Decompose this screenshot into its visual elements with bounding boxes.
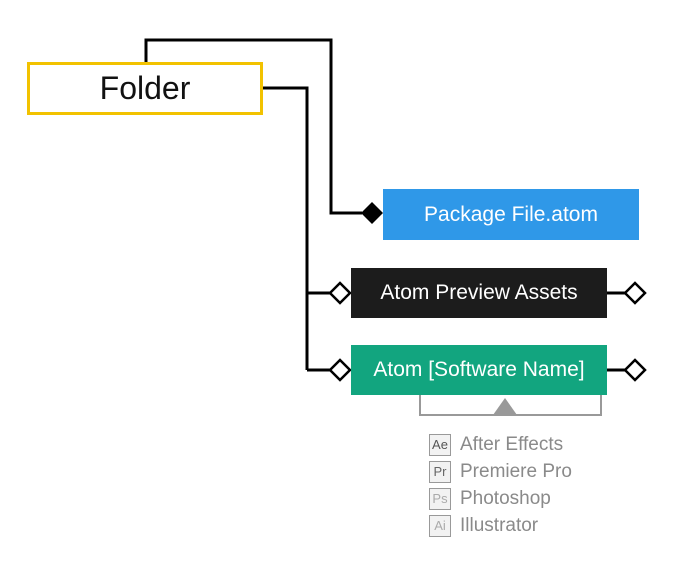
software-item-premiere-pro: Pr Premiere Pro <box>429 458 572 485</box>
package-file-label: Package File.atom <box>424 202 598 226</box>
illustrator-icon: Ai <box>429 514 451 537</box>
inheritance-arrow-icon <box>493 398 517 415</box>
package-filled-diamond-marker <box>361 202 383 224</box>
folder-to-package-connector <box>144 38 362 215</box>
folder-to-children-trunk <box>263 86 309 370</box>
preview-right-diamond-marker <box>623 281 647 305</box>
software-name: Photoshop <box>460 487 551 509</box>
folder-label: Folder <box>99 70 191 106</box>
software-item-photoshop: Ps Photoshop <box>429 485 572 512</box>
atom-software-label: Atom [Software Name] <box>373 358 585 381</box>
atom-software-left-diamond-marker <box>328 358 352 382</box>
atom-software-right-diamond-marker <box>623 358 647 382</box>
preview-assets-node: Atom Preview Assets <box>351 268 607 318</box>
preview-assets-label: Atom Preview Assets <box>380 281 578 304</box>
folder-node: Folder <box>27 62 263 115</box>
software-list: Ae After Effects Pr Premiere Pro Ps Phot… <box>429 431 572 539</box>
premiere-pro-icon: Pr <box>429 460 451 483</box>
preview-left-diamond-marker <box>328 281 352 305</box>
after-effects-icon: Ae <box>429 433 451 456</box>
photoshop-icon: Ps <box>429 487 451 510</box>
software-item-illustrator: Ai Illustrator <box>429 512 572 539</box>
atom-software-node: Atom [Software Name] <box>351 345 607 395</box>
software-item-after-effects: Ae After Effects <box>429 431 572 458</box>
software-name: Premiere Pro <box>460 460 572 482</box>
software-name: After Effects <box>460 433 564 455</box>
software-name: Illustrator <box>460 514 539 536</box>
package-file-node: Package File.atom <box>383 189 639 240</box>
